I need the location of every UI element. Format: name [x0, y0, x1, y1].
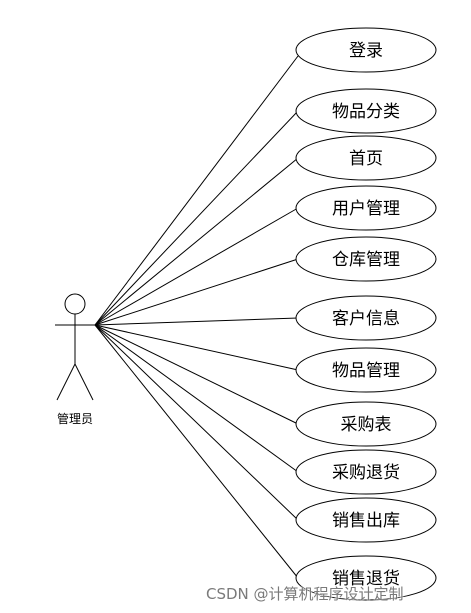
use-case-item-category: 物品分类 — [295, 88, 437, 134]
use-case-label: 销售退货 — [332, 569, 400, 589]
use-case-ellipse — [295, 401, 437, 447]
association-line-warehouse-management — [94, 258, 299, 326]
use-case-customer-info: 客户信息 — [295, 295, 437, 341]
use-case-ellipse — [295, 449, 437, 495]
use-case-ellipse — [295, 236, 437, 282]
use-case-label: 首页 — [349, 149, 383, 169]
association-line-customer-info — [94, 317, 299, 326]
association-line-sales-return — [94, 324, 299, 579]
use-case-item-management: 物品管理 — [295, 347, 437, 393]
association-line-user-management — [94, 207, 299, 326]
use-case-user-management: 用户管理 — [295, 185, 437, 231]
association-line-purchase-table — [94, 324, 299, 425]
use-case-warehouse-management: 仓库管理 — [295, 236, 437, 282]
actor-label: 管理员 — [57, 411, 93, 426]
use-case-label: 仓库管理 — [332, 250, 400, 270]
association-line-login — [94, 55, 299, 326]
association-lines — [94, 55, 299, 579]
use-case-purchase-return: 采购退货 — [295, 449, 437, 495]
use-case-ellipse — [295, 135, 437, 181]
actor-figure: 管理员 — [55, 293, 95, 426]
use-case-label: 用户管理 — [332, 199, 400, 219]
actor-right-leg — [74, 363, 94, 401]
actor-left-leg — [56, 363, 76, 401]
use-case-ellipse — [295, 497, 437, 543]
use-case-ellipse — [295, 295, 437, 341]
use-case-ellipse — [295, 88, 437, 134]
use-case-label: 物品管理 — [332, 361, 400, 381]
association-line-item-management — [94, 324, 299, 371]
use-case-ellipse — [295, 185, 437, 231]
use-case-label: 登录 — [349, 41, 383, 61]
use-case-ellipse — [295, 555, 437, 601]
use-case-label: 物品分类 — [332, 102, 400, 122]
use-case-ellipse — [295, 27, 437, 73]
use-case-sales-outbound: 销售出库 — [295, 497, 437, 543]
association-line-sales-outbound — [94, 324, 299, 521]
use-case-purchase-table: 采购表 — [295, 401, 437, 447]
use-case-label: 采购表 — [341, 415, 392, 435]
use-case-label: 客户信息 — [332, 309, 400, 329]
use-case-home: 首页 — [295, 135, 437, 181]
use-case-login: 登录 — [295, 27, 437, 73]
use-case-label: 采购退货 — [332, 463, 400, 483]
use-case-ellipse — [295, 347, 437, 393]
actor-head — [64, 293, 86, 315]
association-line-item-category — [94, 110, 299, 326]
association-line-home — [94, 157, 299, 326]
watermark: CSDN @计算机程序设计定制 — [206, 585, 404, 603]
use-case-sales-return: 销售退货 — [295, 555, 437, 601]
use-case-label: 销售出库 — [332, 511, 400, 531]
association-line-purchase-return — [94, 324, 299, 473]
